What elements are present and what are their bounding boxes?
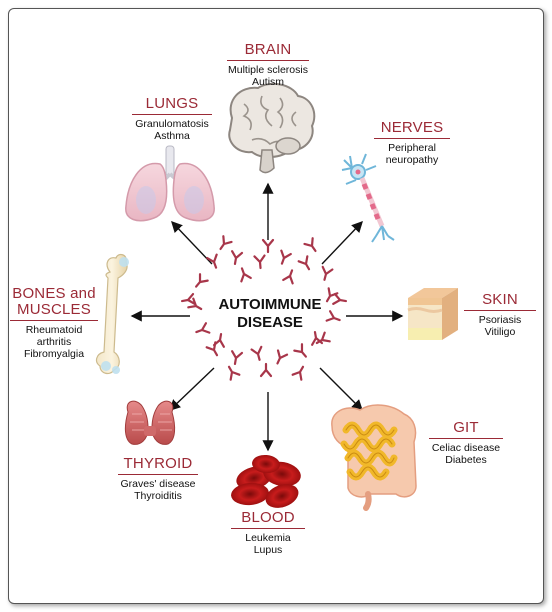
antibody-icon xyxy=(250,345,263,361)
skin-title: SKIN xyxy=(482,291,518,308)
bone-icon xyxy=(95,253,129,375)
bones-title-2: MUSCLES xyxy=(17,301,91,318)
thyroid-label: THYROID Graves' disease Thyroiditis xyxy=(110,456,206,502)
center-line-2: DISEASE xyxy=(237,314,303,331)
skin-label: SKIN Psoriasis Vitiligo xyxy=(462,292,538,338)
neuron-icon xyxy=(341,153,395,243)
brain-title: BRAIN xyxy=(244,41,292,58)
skin-item-1: Psoriasis xyxy=(478,314,522,326)
blood-item-1: Leukemia xyxy=(245,532,291,544)
blood-rule xyxy=(231,528,305,529)
bones-title-1: BONES and xyxy=(12,285,96,302)
brain-item-2: Autism xyxy=(251,76,285,88)
antibody-icon xyxy=(321,265,334,281)
thyroid-item-1: Graves' disease xyxy=(120,478,196,490)
thyroid-rule xyxy=(118,474,198,475)
antibody-icon xyxy=(291,365,305,381)
antibody-icon xyxy=(195,322,211,334)
lungs-item-1: Granulomatosis xyxy=(135,118,209,130)
brain-label: BRAIN Multiple sclerosis Autism xyxy=(218,42,318,88)
bones-label: BONES and MUSCLES Rheumatoid arthritis F… xyxy=(8,286,100,360)
git-title: GIT xyxy=(453,419,479,436)
antibody-icon xyxy=(303,237,317,253)
lungs-title: LUNGS xyxy=(145,95,199,112)
antibody-icon xyxy=(253,254,266,270)
git-item-1: Celiac disease xyxy=(431,442,501,454)
intestine-icon xyxy=(331,404,417,511)
antibody-icon xyxy=(282,269,294,285)
nerves-item-1: Peripheral xyxy=(388,142,436,154)
antibody-icon xyxy=(206,253,218,269)
antibody-icon xyxy=(325,310,341,322)
antibody-icon xyxy=(195,273,209,288)
bones-item-2: Fibromyalgia xyxy=(23,348,85,360)
arrow-git xyxy=(319,367,363,411)
antibody-icon xyxy=(240,267,252,283)
git-item-2: Diabetes xyxy=(445,454,487,466)
brain-rule xyxy=(227,60,309,61)
nerves-item-2: neuropathy xyxy=(385,154,439,166)
nerves-title: NERVES xyxy=(380,119,444,136)
antibody-icon xyxy=(332,292,348,305)
arrow-nerves xyxy=(321,220,363,265)
thyroid-item-2: Thyroiditis xyxy=(134,490,182,502)
antibody-icon xyxy=(315,331,331,345)
nerves-rule xyxy=(374,138,450,139)
git-label: GIT Celiac disease Diabetes xyxy=(424,420,508,466)
center-line-1: AUTOIMMUNE xyxy=(218,296,322,313)
antibody-icon xyxy=(297,255,311,271)
arrows xyxy=(130,182,404,452)
nerves-label: NERVES Peripheral neuropathy xyxy=(368,120,456,166)
thyroid-title: THYROID xyxy=(123,455,193,472)
arrow-lungs xyxy=(171,220,213,265)
brain-icon xyxy=(228,82,316,174)
arrow-thyroid xyxy=(168,367,215,411)
antibody-icon xyxy=(212,332,225,348)
blood-item-2: Lupus xyxy=(253,544,283,556)
blood-cells-icon xyxy=(231,454,301,508)
bones-item-1: Rheumatoid arthritis xyxy=(25,324,83,348)
thyroid-icon xyxy=(124,400,176,445)
blood-title: BLOOD xyxy=(241,509,295,526)
antibody-icon xyxy=(280,249,292,265)
antibody-icon xyxy=(259,362,273,378)
antibody-icon xyxy=(231,250,244,266)
lungs-item-2: Asthma xyxy=(154,130,190,142)
antibody-icon xyxy=(219,235,233,251)
antibody-icon xyxy=(276,349,289,365)
skin-icon xyxy=(407,288,458,340)
antibody-icon xyxy=(261,238,275,254)
antibody-icon xyxy=(293,343,307,358)
antibody-icon xyxy=(180,292,196,305)
skin-item-2: Vitiligo xyxy=(484,326,516,338)
lungs-label: LUNGS Granulomatosis Asthma xyxy=(124,96,220,142)
bones-rule xyxy=(10,320,98,321)
blood-label: BLOOD Leukemia Lupus xyxy=(226,510,310,556)
antibody-icon xyxy=(311,330,324,346)
antibody-icon xyxy=(231,350,244,366)
antibody-icon xyxy=(227,365,241,381)
antibody-cluster xyxy=(180,235,348,381)
skin-rule xyxy=(464,310,536,311)
brain-item-1: Multiple sclerosis xyxy=(228,64,308,76)
git-rule xyxy=(429,438,503,439)
lungs-icon xyxy=(125,145,215,222)
lungs-rule xyxy=(132,114,212,115)
center-title: AUTOIMMUNE DISEASE xyxy=(200,296,340,332)
antibody-icon xyxy=(187,297,203,311)
